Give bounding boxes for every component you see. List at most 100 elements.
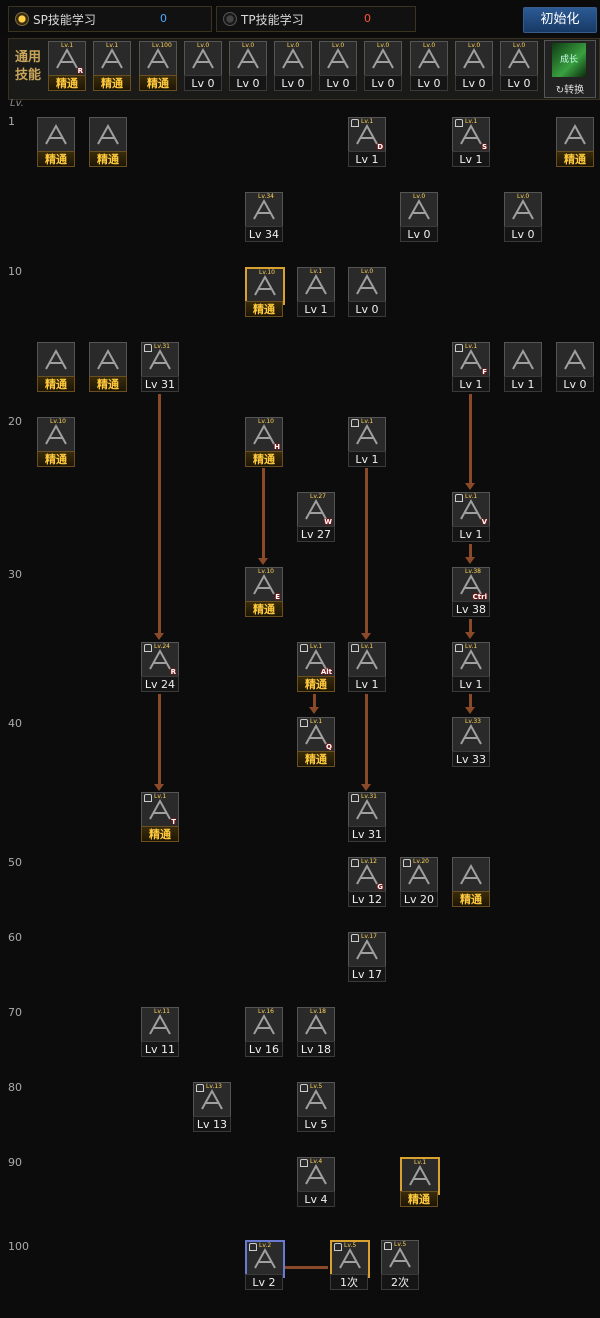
skill-glyph-icon <box>460 498 482 520</box>
skill-level-label: Lv 11 <box>141 1041 179 1057</box>
connector-line <box>313 694 316 708</box>
skill-glyph-icon <box>356 863 378 885</box>
sp-skill-tab[interactable]: SP技能学习 0 <box>8 6 212 32</box>
skill-slot[interactable]: 精通 <box>89 342 127 394</box>
sp-radio-icon[interactable] <box>15 12 29 26</box>
skill-slot[interactable]: Lv 1 <box>504 342 542 394</box>
skill-level-tag: Lv.0 <box>377 42 390 49</box>
hotkey-label: F <box>482 368 487 376</box>
reset-button[interactable]: 初始化 <box>523 7 597 33</box>
skill-level-label: Lv 20 <box>400 891 438 907</box>
skill-slot[interactable]: 精通 <box>556 117 594 169</box>
skill-level-label: Lv 0 <box>348 301 386 317</box>
tp-radio-icon[interactable] <box>223 12 237 26</box>
skill-level-tag: Lv.31 <box>154 343 170 350</box>
skill-level-tag: Lv.10 <box>259 269 275 276</box>
skill-glyph-icon <box>409 1164 431 1186</box>
skill-level-tag: Lv.5 <box>310 1083 323 1090</box>
skill-slot[interactable]: 精通 <box>37 342 75 394</box>
level-row-label: 70 <box>8 1006 22 1019</box>
skill-level-label: Lv 1 <box>297 301 335 317</box>
skill-slot[interactable]: 精通 <box>89 117 127 169</box>
skill-icon: Lv.0 <box>410 41 448 77</box>
skill-icon: Lv.1 <box>400 1157 440 1195</box>
skill-level-tag: Lv.12 <box>361 858 377 865</box>
skill-slot[interactable]: Lv 0 <box>556 342 594 394</box>
lock-icon <box>144 794 152 802</box>
skill-level-tag: Lv.1 <box>414 1159 427 1166</box>
skill-glyph-icon <box>460 123 482 145</box>
skill-level-label: 精通 <box>139 75 177 91</box>
swap-button[interactable]: 成长 ↻转换 <box>544 40 596 98</box>
level-row-label: 10 <box>8 265 22 278</box>
skill-icon: Lv.10 <box>37 417 75 453</box>
skill-glyph-icon <box>97 348 119 370</box>
skill-level-label: Lv 0 <box>400 226 438 242</box>
skill-level-label: Lv 16 <box>245 1041 283 1057</box>
tp-skill-tab[interactable]: TP技能学习 0 <box>216 6 416 32</box>
level-row-label: 20 <box>8 415 22 428</box>
connector-line <box>469 694 472 708</box>
skill-level-label: 精通 <box>297 751 335 767</box>
skill-glyph-icon <box>356 938 378 960</box>
skill-icon: Lv.0 <box>229 41 267 77</box>
skill-slot[interactable]: 精通 <box>452 857 490 909</box>
skill-level-tag: Lv.0 <box>287 42 300 49</box>
connector-arrow <box>154 633 164 640</box>
skill-slot[interactable]: 精通 <box>37 117 75 169</box>
skill-icon: Lv.1 <box>348 642 386 678</box>
